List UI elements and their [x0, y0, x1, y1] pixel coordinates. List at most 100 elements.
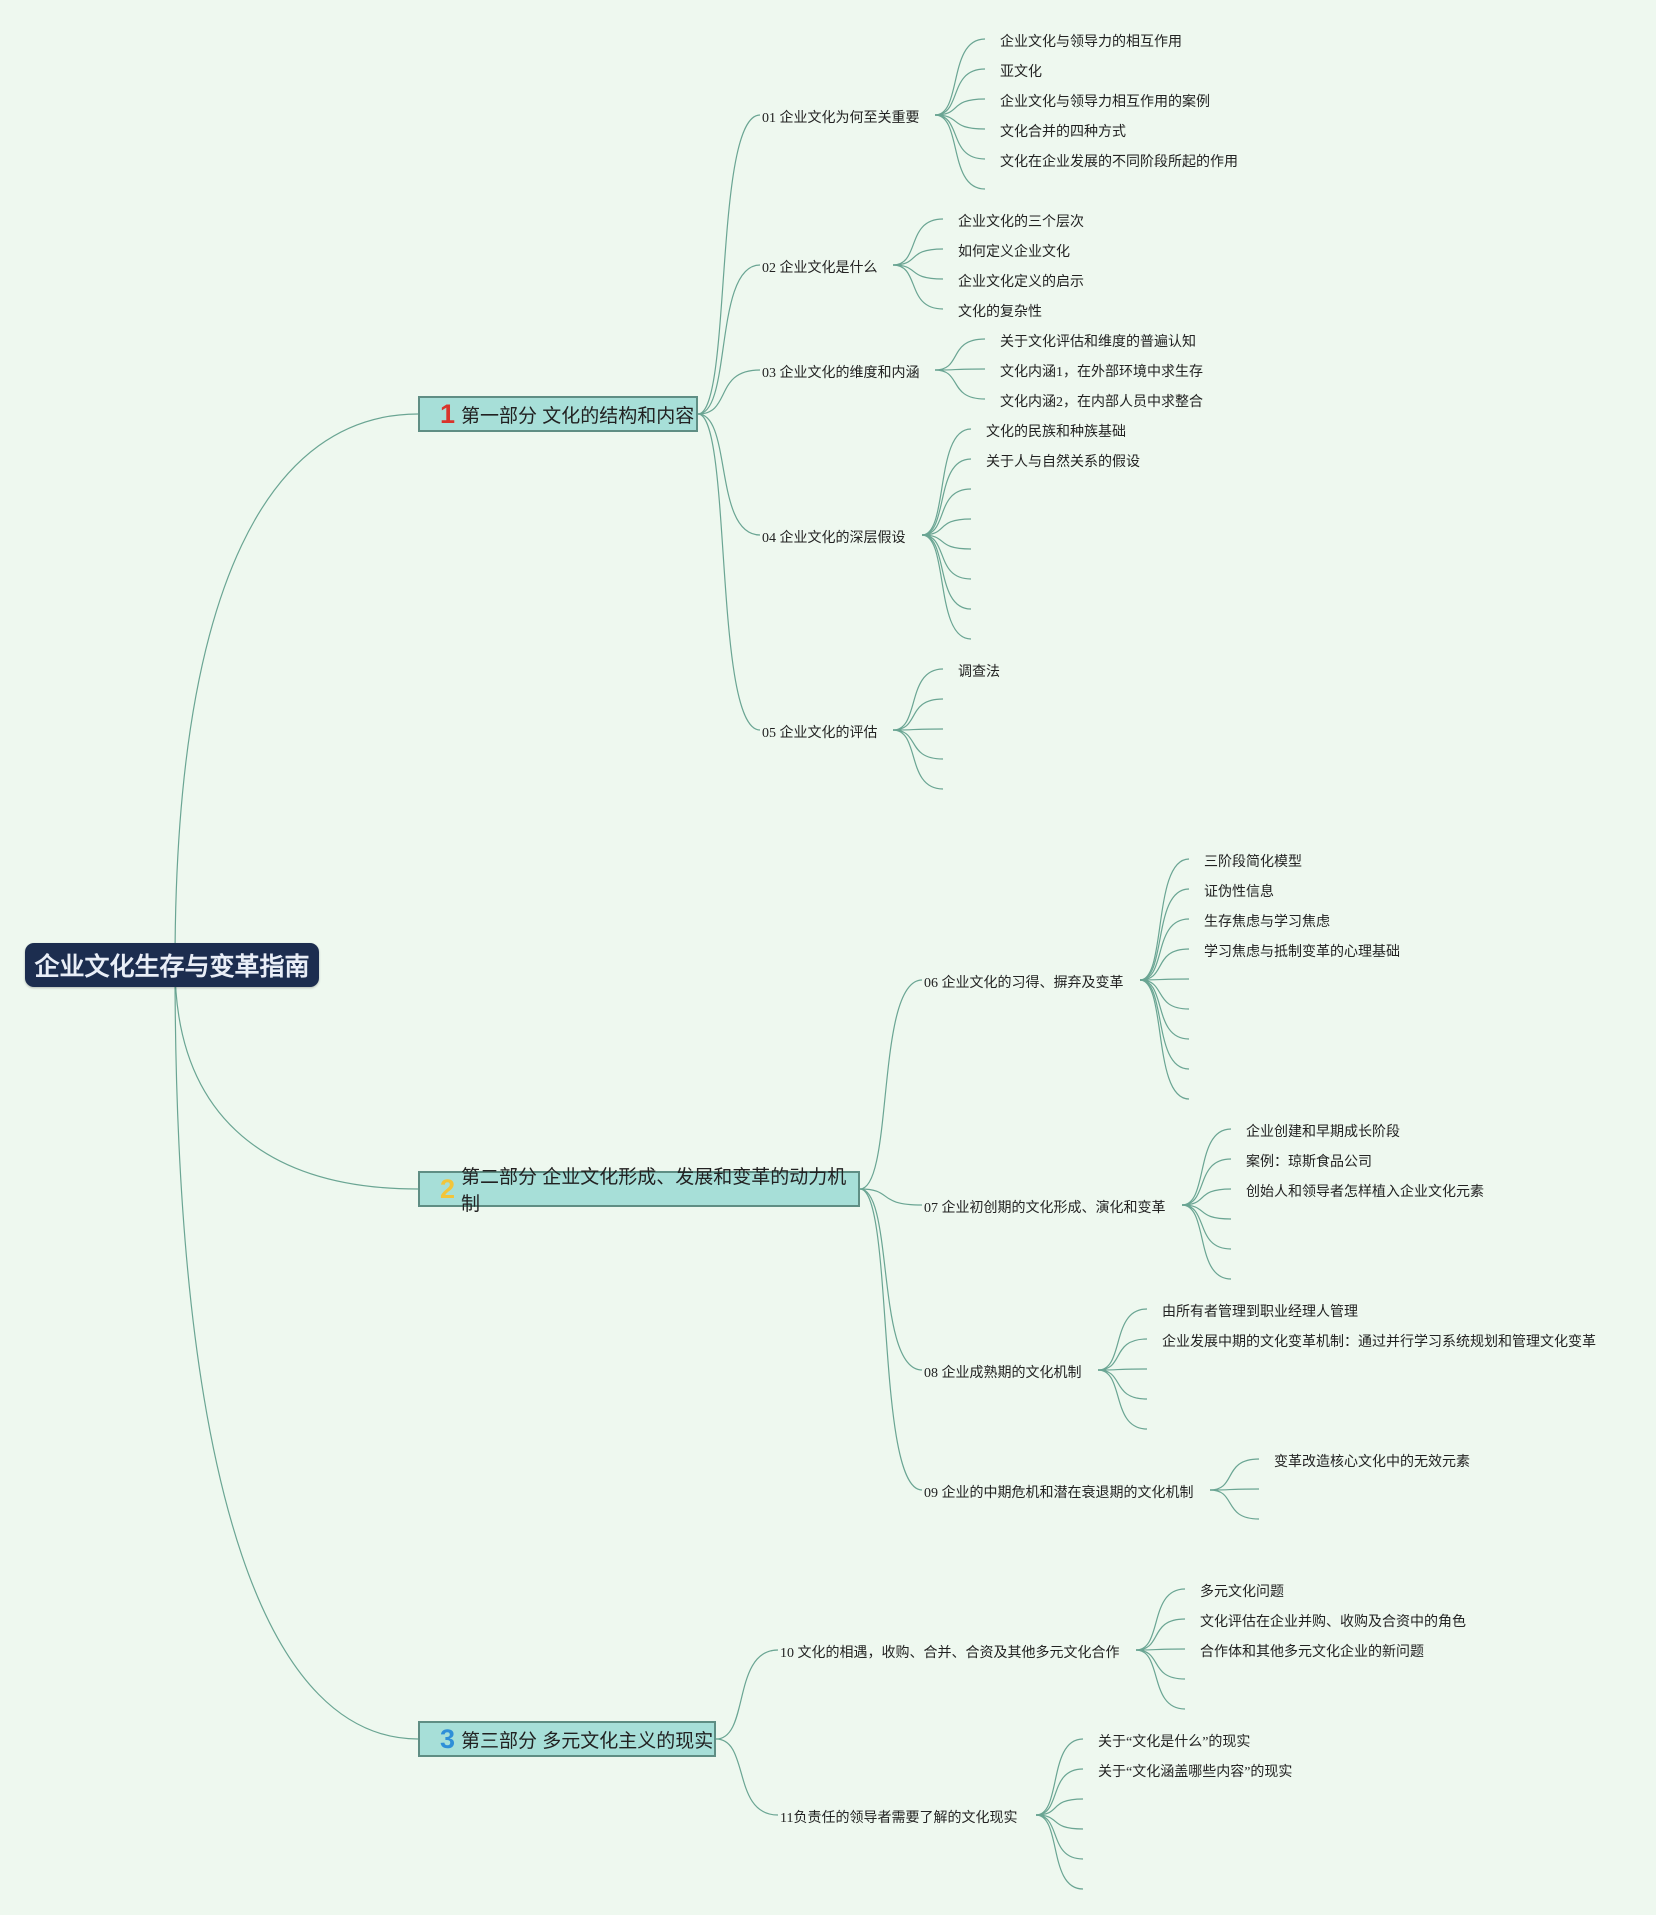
leaf-node[interactable]: 文化评估在企业并购、收购及合资中的角色	[1200, 1615, 1466, 1630]
leaf-node[interactable]: 如何定义企业文化	[958, 245, 1070, 260]
leaf-node[interactable]: 变革改造核心文化中的无效元素	[1274, 1455, 1470, 1470]
chapter-node[interactable]: 11负责任的领导者需要了解的文化现实	[780, 1811, 1018, 1826]
leaf-node[interactable]: 企业文化定义的启示	[958, 275, 1084, 290]
part-link	[697, 413, 761, 731]
part-node-3[interactable]: 3 第三部分 多元文化主义的现实	[418, 1721, 716, 1757]
chapter-node[interactable]: 04 企业文化的深层假设	[762, 531, 906, 546]
leaf-node[interactable]: 由所有者管理到职业经理人管理	[1162, 1305, 1358, 1320]
leaf-node[interactable]: 文化的民族和种族基础	[986, 425, 1126, 440]
leaf-link	[934, 338, 986, 371]
leaf-link	[934, 114, 986, 190]
leaf-node[interactable]: 文化合并的四种方式	[1000, 125, 1126, 140]
leaf-link	[934, 68, 986, 116]
part-link	[697, 413, 761, 536]
leaf-link	[1181, 1204, 1232, 1280]
chapter-node[interactable]: 01 企业文化为何至关重要	[762, 111, 920, 126]
leaf-link	[1035, 1768, 1084, 1816]
leaf-link	[892, 698, 944, 731]
leaf-link	[1135, 1648, 1186, 1651]
part-link	[859, 979, 923, 1190]
leaf-link	[1139, 858, 1190, 981]
leaf-node[interactable]: 案例：琼斯食品公司	[1246, 1155, 1372, 1170]
leaf-link	[892, 728, 944, 731]
leaf-node[interactable]: 关于人与自然关系的假设	[986, 455, 1140, 470]
leaf-link	[1181, 1188, 1232, 1206]
chapter-node[interactable]: 02 企业文化是什么	[762, 261, 878, 276]
leaf-node[interactable]: 关于“文化是什么”的现实	[1098, 1735, 1251, 1750]
leaf-link	[921, 534, 972, 550]
root-node[interactable]: 企业文化生存与变革指南	[25, 943, 319, 987]
chapter-node[interactable]: 03 企业文化的维度和内涵	[762, 366, 920, 381]
chapter-node[interactable]: 05 企业文化的评估	[762, 726, 878, 741]
leaf-link	[1097, 1368, 1148, 1371]
leaf-link	[1097, 1308, 1148, 1371]
leaf-link	[1209, 1489, 1260, 1520]
leaf-link	[1035, 1738, 1084, 1816]
leaf-link	[921, 534, 972, 580]
leaf-link	[1209, 1488, 1260, 1491]
part-number: 2	[440, 1173, 456, 1204]
chapter-node[interactable]: 10 文化的相遇，收购、合并、合资及其他多元文化合作	[780, 1646, 1120, 1661]
leaf-node[interactable]: 文化内涵1，在外部环境中求生存	[1000, 365, 1203, 380]
part-link	[697, 114, 761, 415]
leaf-node[interactable]: 三阶段简化模型	[1204, 855, 1302, 870]
leaf-node[interactable]: 创始人和领导者怎样植入企业文化元素	[1246, 1185, 1484, 1200]
leaf-node[interactable]: 多元文化问题	[1200, 1585, 1284, 1600]
chapter-node[interactable]: 07 企业初创期的文化形成、演化和变革	[924, 1201, 1166, 1216]
leaf-link	[921, 428, 972, 536]
leaf-link	[892, 248, 944, 266]
leaf-node[interactable]: 关于“文化涵盖哪些内容”的现实	[1098, 1765, 1293, 1780]
leaf-node[interactable]: 证伪性信息	[1204, 885, 1274, 900]
leaf-link	[934, 38, 986, 116]
leaf-link	[921, 534, 972, 610]
leaf-link	[921, 518, 972, 536]
leaf-link	[1139, 979, 1190, 1070]
leaf-link	[1181, 1204, 1232, 1220]
leaf-link	[1139, 888, 1190, 981]
leaf-node[interactable]: 企业发展中期的文化变革机制：通过并行学习系统规划和管理文化变革	[1162, 1335, 1596, 1350]
part-link	[859, 1188, 923, 1206]
root-link	[174, 964, 419, 1190]
part-label: 第一部分 文化的结构和内容	[461, 405, 695, 427]
leaf-link	[1097, 1369, 1148, 1430]
leaf-link	[934, 114, 986, 130]
leaf-link	[934, 369, 986, 400]
leaf-node[interactable]: 文化的复杂性	[958, 305, 1042, 320]
leaf-link	[934, 368, 986, 371]
chapter-node[interactable]: 06 企业文化的习得、摒弃及变革	[924, 976, 1124, 991]
leaf-node[interactable]: 调查法	[958, 665, 1000, 680]
part-link	[697, 264, 761, 415]
leaf-link	[892, 729, 944, 790]
leaf-node[interactable]: 关于文化评估和维度的普遍认知	[1000, 335, 1196, 350]
leaf-link	[1035, 1798, 1084, 1816]
leaf-link	[1135, 1649, 1186, 1710]
leaf-link	[921, 488, 972, 536]
leaf-node[interactable]: 企业文化与领导力的相互作用	[1000, 35, 1182, 50]
leaf-node[interactable]: 亚文化	[1000, 65, 1042, 80]
leaf-node[interactable]: 学习焦虑与抵制变革的心理基础	[1204, 945, 1400, 960]
leaf-link	[1209, 1458, 1260, 1491]
leaf-link	[1139, 978, 1190, 981]
part-node-1[interactable]: 1 第一部分 文化的结构和内容	[418, 396, 698, 432]
leaf-link	[921, 458, 972, 536]
chapter-node[interactable]: 09 企业的中期危机和潜在衰退期的文化机制	[924, 1486, 1194, 1501]
leaf-link	[1139, 918, 1190, 981]
chapter-node[interactable]: 08 企业成熟期的文化机制	[924, 1366, 1082, 1381]
leaf-node[interactable]: 生存焦虑与学习焦虑	[1204, 915, 1330, 930]
leaf-link	[1181, 1158, 1232, 1206]
part-node-2[interactable]: 2 第二部分 企业文化形成、发展和变革的动力机制	[418, 1167, 860, 1215]
leaf-node[interactable]: 企业创建和早期成长阶段	[1246, 1125, 1400, 1140]
part-link	[715, 1649, 779, 1740]
leaf-node[interactable]: 文化在企业发展的不同阶段所起的作用	[1000, 155, 1238, 170]
leaf-node[interactable]: 文化内涵2，在内部人员中求整合	[1000, 395, 1203, 410]
leaf-link	[1139, 979, 1190, 1040]
leaf-link	[934, 98, 986, 116]
leaf-node[interactable]: 合作体和其他多元文化企业的新问题	[1200, 1645, 1424, 1660]
leaf-link	[934, 114, 986, 160]
leaf-link	[892, 729, 944, 760]
leaf-link	[892, 668, 944, 731]
leaf-node[interactable]: 企业文化与领导力相互作用的案例	[1000, 95, 1210, 110]
part-link	[697, 369, 761, 415]
leaf-node[interactable]: 企业文化的三个层次	[958, 215, 1084, 230]
